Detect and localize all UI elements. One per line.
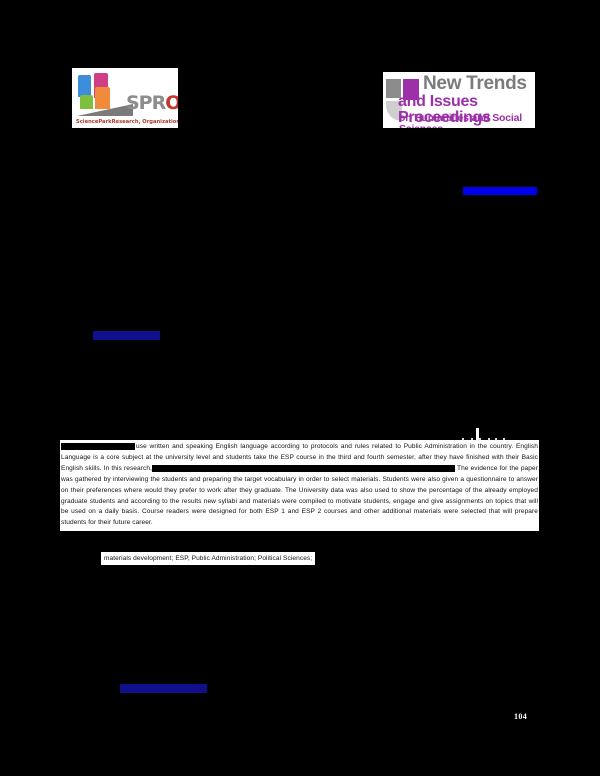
page-number: 104: [514, 712, 528, 721]
nt-quarter-white: [403, 101, 419, 121]
sproc-wordmark-accent: O: [165, 92, 178, 114]
sproc-bar-blue: [78, 75, 91, 97]
sproc-bar-green: [80, 95, 93, 109]
abstract-inline-redaction-2: [352, 464, 455, 472]
nt-quarter-gray: [386, 101, 402, 121]
keywords-line: materials development; ESP, Public Admin…: [101, 552, 316, 565]
sproc-logo: SPROC ScienceParkResearch, Organization …: [72, 68, 178, 128]
abstract-lead-redaction: [61, 442, 135, 450]
new-trends-line3: on Humanities and Social Sciences: [399, 112, 522, 128]
abstract-inline-redaction-1: [152, 464, 352, 472]
new-trends-line1: New Trends: [423, 73, 527, 94]
abstract-text-part-1: use written and speaking English languag…: [61, 443, 538, 472]
sproc-wordmark: SPROC: [126, 94, 178, 113]
new-trends-logo: New Trends and Issues Proceedings on Hum…: [383, 72, 535, 128]
sproc-bars-graphic: [78, 73, 134, 111]
corresponding-author-link[interactable]: [120, 684, 207, 693]
abstract-text-part-2: The evidence for the paper was gathered …: [61, 464, 538, 527]
text-cursor-caret: [476, 428, 479, 440]
new-trends-mark-graphic: [386, 79, 422, 123]
sproc-bar-orange: [95, 87, 110, 109]
caret-baseline-dots: [462, 438, 508, 441]
new-trends-line2: and Issues Proceedings: [398, 93, 491, 126]
sproc-wordmark-text: SPR: [126, 92, 166, 114]
sproc-tagline: ScienceParkResearch, Organization & Coun…: [76, 119, 178, 125]
journal-url-link[interactable]: [463, 187, 537, 195]
abstract-paragraph: use written and speaking English languag…: [60, 440, 539, 532]
nt-square-gray: [386, 79, 401, 98]
nt-square-purple: [403, 79, 419, 100]
author-affiliation-link[interactable]: [93, 331, 160, 340]
